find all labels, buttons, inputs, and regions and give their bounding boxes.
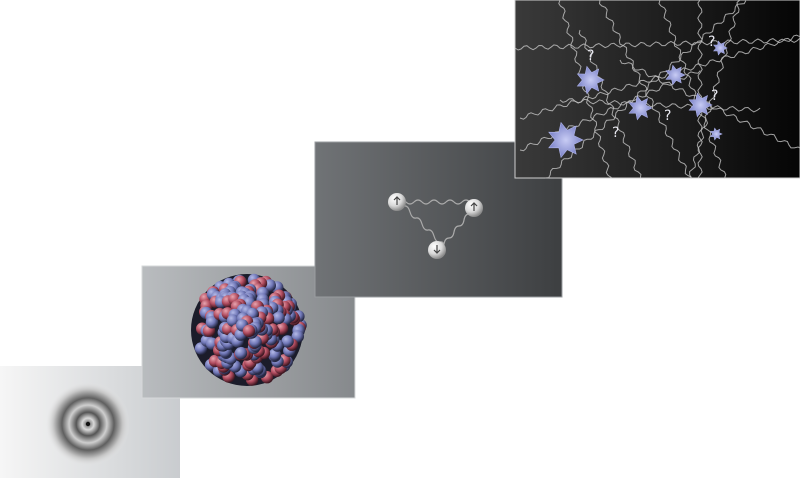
nucleon-sphere — [234, 346, 248, 360]
quark-star — [713, 40, 728, 56]
unknown-marks: ? ? ? ? ? — [587, 34, 718, 141]
quark-ball — [465, 199, 483, 217]
question-mark: ? — [711, 88, 718, 104]
panel-nucleus — [141, 265, 356, 399]
quark-stars — [548, 40, 728, 159]
nucleon-sphere — [281, 335, 294, 348]
quark-ball — [428, 241, 446, 259]
gluon-line — [598, 0, 692, 178]
gluon-line — [559, 98, 761, 113]
gluon-line — [689, 0, 741, 179]
quark-star — [688, 92, 713, 118]
gluon-line — [519, 70, 701, 152]
gluon-line — [519, 34, 800, 120]
panel-quark-network-background — [515, 0, 800, 178]
gluon-link-top — [397, 199, 479, 205]
panel-quark-network: ? ? ? ? ? — [514, 0, 800, 179]
quark-star — [576, 65, 605, 95]
question-mark: ? — [708, 34, 715, 50]
gluon-line — [578, 29, 642, 178]
gluon-line — [514, 37, 800, 51]
question-mark: ? — [587, 48, 594, 64]
nucleon-sphere — [205, 316, 219, 329]
question-mark: ? — [664, 108, 671, 124]
quark-ball — [388, 193, 406, 211]
quark-star — [548, 121, 584, 159]
nucleon-sphere — [242, 324, 256, 338]
quark-star — [709, 127, 723, 141]
question-mark: ? — [612, 125, 619, 141]
nucleus-cluster — [191, 273, 307, 386]
quark-star — [665, 64, 686, 86]
nucleon-sphere — [249, 335, 262, 349]
quark-star — [628, 95, 653, 121]
gluon-line — [658, 0, 727, 179]
nucleon-sphere — [226, 314, 240, 327]
panel-nucleons — [314, 141, 563, 298]
gluon-line — [558, 0, 612, 179]
atom-nucleus-dot — [85, 421, 91, 427]
gluon-network-lines — [514, 0, 800, 179]
nucleon-sphere — [272, 311, 285, 325]
